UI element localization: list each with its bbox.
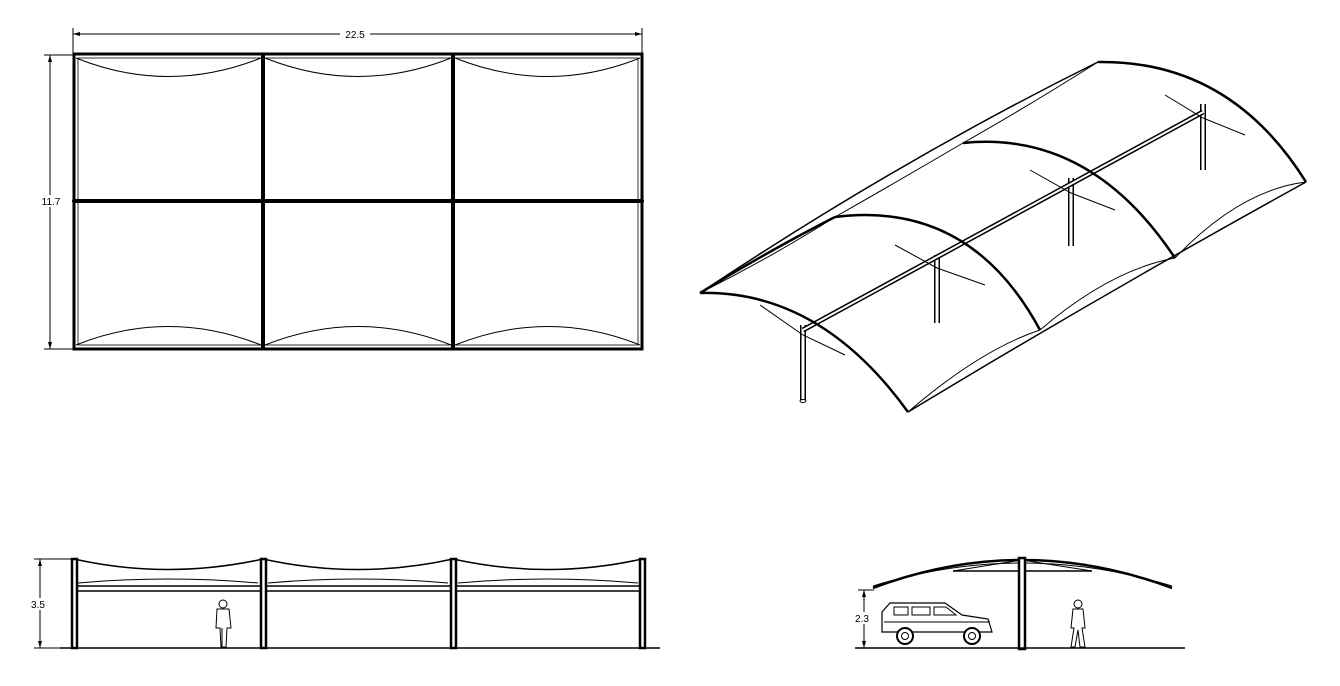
person-figure bbox=[215, 599, 232, 648]
side-clearance-dimension: 2.3 bbox=[852, 589, 874, 648]
plan-depth-dimension: 11.7 bbox=[38, 54, 73, 350]
iso-posts bbox=[800, 104, 1206, 400]
side-person-figure bbox=[1070, 599, 1086, 648]
front-posts bbox=[70, 557, 647, 650]
car-figure bbox=[881, 602, 993, 645]
iso-arch-4 bbox=[1097, 60, 1308, 183]
front-height-label: 3.5 bbox=[31, 600, 45, 611]
front-elevation: 3.5 bbox=[28, 557, 660, 650]
side-clearance-label: 2.3 bbox=[855, 614, 869, 625]
side-elevation: 2.3 bbox=[852, 556, 1185, 651]
plan-view: 22.5 11.7 bbox=[38, 28, 644, 351]
iso-arch-1 bbox=[699, 291, 910, 413]
plan-width-label: 22.5 bbox=[345, 30, 365, 41]
isometric-view bbox=[699, 60, 1308, 413]
side-post bbox=[1017, 556, 1027, 651]
plan-width-dimension: 22.5 bbox=[72, 28, 643, 55]
front-height-dimension: 3.5 bbox=[28, 558, 75, 649]
plan-depth-label: 11.7 bbox=[42, 197, 61, 208]
